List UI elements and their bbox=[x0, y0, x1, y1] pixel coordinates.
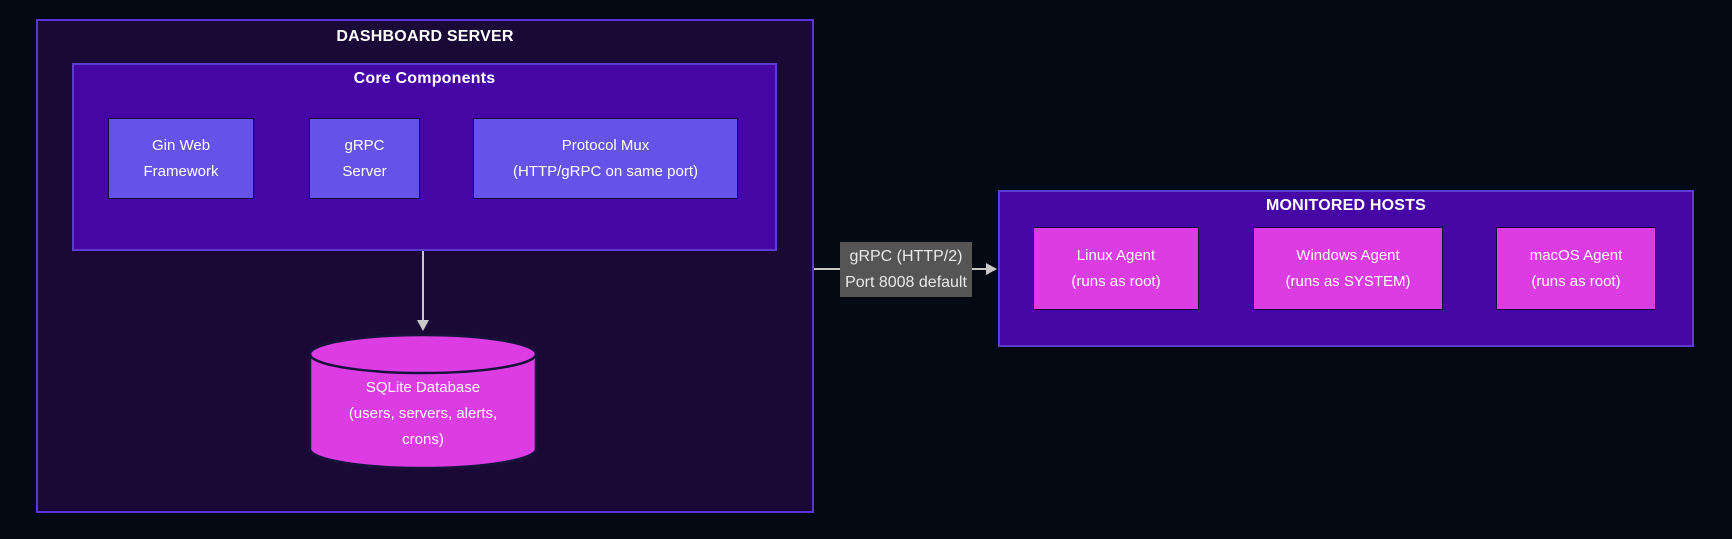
node-protocol-mux: Protocol Mux (HTTP/gRPC on same port) bbox=[473, 118, 738, 199]
database-label: SQLite Database (users, servers, alerts,… bbox=[308, 333, 538, 470]
node-label-line: Windows Agent bbox=[1296, 246, 1400, 264]
node-label-line: Gin Web bbox=[151, 136, 211, 154]
node-label-line: crons) bbox=[402, 430, 444, 448]
node-label-line: Linux Agent bbox=[1076, 246, 1156, 264]
node-label-line: (HTTP/gRPC on same port) bbox=[512, 162, 699, 180]
arrowhead-right-icon bbox=[986, 263, 997, 275]
edge-label-line: gRPC (HTTP/2) bbox=[849, 247, 963, 265]
node-label-line: (runs as SYSTEM) bbox=[1285, 272, 1411, 290]
node-windows-agent: Windows Agent (runs as SYSTEM) bbox=[1253, 227, 1443, 310]
node-label-line: Framework bbox=[143, 162, 219, 180]
node-linux-agent: Linux Agent (runs as root) bbox=[1033, 227, 1199, 310]
node-label-line: (runs as root) bbox=[1071, 272, 1161, 290]
database-cylinder-shape bbox=[308, 333, 538, 470]
arrow-core-to-database bbox=[422, 251, 424, 321]
node-grpc-server: gRPC Server bbox=[309, 118, 420, 199]
dashboard-server-title: DASHBOARD SERVER bbox=[336, 28, 514, 45]
edge-label-line: Port 8008 default bbox=[845, 273, 967, 291]
node-label-line: SQLite Database bbox=[365, 378, 481, 396]
node-label-line: Protocol Mux bbox=[561, 136, 650, 154]
node-label-line: (users, servers, alerts, bbox=[348, 404, 498, 422]
node-gin-web-framework: Gin Web Framework bbox=[108, 118, 254, 199]
node-label-line: macOS Agent bbox=[1529, 246, 1623, 264]
node-label-line: (runs as root) bbox=[1531, 272, 1621, 290]
monitored-hosts-title: MONITORED HOSTS bbox=[1265, 197, 1427, 214]
core-components-title: Core Components bbox=[353, 70, 496, 87]
node-macos-agent: macOS Agent (runs as root) bbox=[1496, 227, 1656, 310]
node-label-line: Server bbox=[342, 162, 387, 180]
node-label-line: gRPC bbox=[344, 136, 385, 154]
arrowhead-down-icon bbox=[417, 320, 429, 331]
edge-label-grpc: gRPC (HTTP/2) Port 8008 default bbox=[840, 242, 972, 297]
